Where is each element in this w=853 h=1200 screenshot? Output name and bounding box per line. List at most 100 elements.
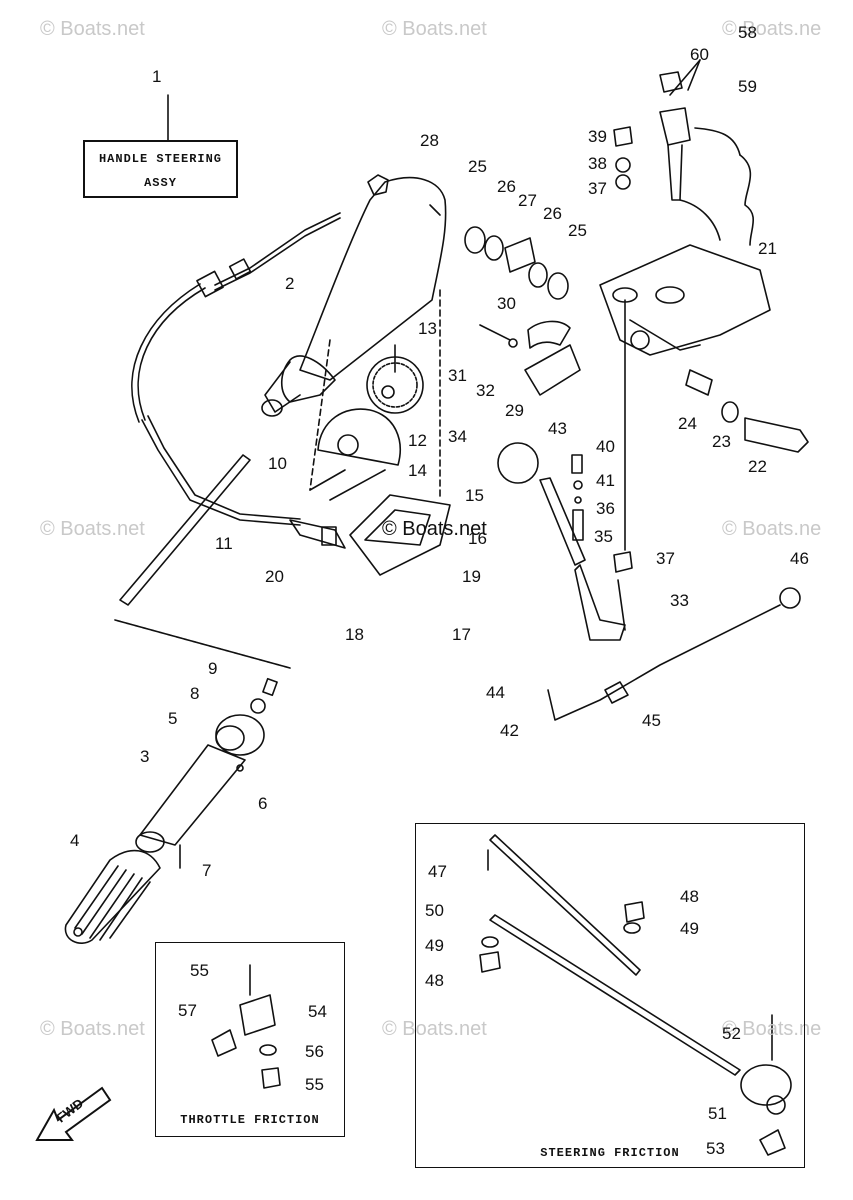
callout-6: 6 — [258, 794, 268, 813]
callout-16: 16 — [468, 529, 487, 548]
pin-6 — [236, 764, 244, 772]
clamp-51 — [740, 1064, 792, 1106]
wingnut-53 — [759, 1129, 786, 1156]
part-40 — [571, 454, 583, 474]
switch-58 — [659, 107, 691, 146]
callout-12: 12 — [408, 431, 427, 450]
callout-20: 20 — [265, 567, 284, 586]
callout-5: 5 — [168, 709, 178, 728]
part-41 — [573, 480, 583, 490]
callout-52: 52 — [722, 1024, 741, 1043]
callout-36: 36 — [596, 499, 615, 518]
handle-label-line1: HANDLE STEERING — [98, 152, 223, 166]
callout-13: 13 — [418, 319, 437, 338]
washer-23 — [721, 401, 739, 423]
callout-55a: 55 — [190, 961, 209, 980]
callout-49a: 49 — [680, 919, 699, 938]
bore-51 — [766, 1095, 786, 1115]
switch-stem — [667, 144, 683, 201]
callout-56: 56 — [305, 1042, 324, 1061]
callout-41: 41 — [596, 471, 615, 490]
callout-9: 9 — [208, 659, 218, 678]
washer-32 — [508, 338, 518, 348]
callout-42: 42 — [500, 721, 519, 740]
callout-14: 14 — [408, 461, 427, 480]
rod-steering-2 — [489, 914, 741, 1076]
callout-59: 59 — [738, 77, 757, 96]
coil-59 — [739, 154, 754, 246]
callout-26b: 26 — [543, 204, 562, 223]
washer-56 — [259, 1044, 277, 1056]
plate-29 — [524, 344, 581, 396]
handle-label-line2: ASSY — [144, 176, 177, 190]
steering-friction-label: STEERING FRICTION — [540, 1146, 680, 1160]
callout-11: 11 — [215, 534, 233, 553]
link-42 — [547, 604, 781, 721]
callout-46: 46 — [790, 549, 809, 568]
callout-27: 27 — [518, 191, 537, 210]
callout-60: 60 — [690, 45, 709, 64]
plate-27 — [504, 237, 536, 273]
callout-58: 58 — [738, 23, 757, 42]
grip-tube-3 — [135, 744, 246, 853]
control-cable-20 — [131, 212, 341, 526]
callout-49b: 49 — [425, 936, 444, 955]
lever-33 — [574, 564, 626, 641]
callout-10: 10 — [268, 454, 287, 473]
rod-steering-1 — [489, 834, 641, 976]
callout-22: 22 — [748, 457, 767, 476]
callout-24: 24 — [678, 414, 697, 433]
wingnut-57 — [211, 1029, 237, 1057]
friction-30 — [527, 320, 571, 349]
grip-5 — [215, 714, 265, 756]
washer-8 — [250, 698, 266, 714]
callout-26a: 26 — [497, 177, 516, 196]
throttle-friction-box: THROTTLE FRICTION — [155, 942, 345, 1137]
disk-14 — [317, 408, 401, 466]
nut-28 — [367, 174, 389, 196]
callout-2: 2 — [285, 274, 295, 293]
gear-plate-12 — [366, 344, 424, 414]
washer-49b — [481, 936, 499, 948]
bushing-24 — [685, 369, 713, 396]
throttle-friction-label: THROTTLE FRICTION — [180, 1113, 320, 1127]
callout-8: 8 — [190, 684, 200, 703]
callout-29: 29 — [505, 401, 524, 420]
nut-39 — [613, 126, 633, 147]
washer-25b — [547, 272, 569, 300]
callout-23: 23 — [712, 432, 731, 451]
cord-59 — [694, 127, 741, 156]
lever-43 — [539, 477, 586, 566]
bolt-22 — [744, 417, 809, 453]
callout-53: 53 — [706, 1139, 725, 1158]
callout-25a: 25 — [468, 157, 487, 176]
watermark: © Boats.net — [40, 1018, 145, 1040]
watermark: © Boats.net — [382, 518, 487, 540]
watermark: © Boats.net — [40, 518, 145, 540]
nut-48a — [624, 901, 645, 923]
callout-40: 40 — [596, 437, 615, 456]
callout-37b: 37 — [656, 549, 675, 568]
screw-55b — [261, 1067, 281, 1089]
rod-33 — [617, 579, 626, 631]
clip-59 — [679, 199, 721, 241]
spring-35 — [572, 509, 584, 541]
block-54 — [239, 994, 276, 1036]
leader-60b — [669, 59, 701, 96]
callout-28: 28 — [420, 131, 439, 150]
watermark: © Boats.ne — [722, 18, 822, 40]
callout-48a: 48 — [680, 887, 699, 906]
leader-14b — [329, 469, 386, 501]
washer-26a — [484, 235, 504, 261]
nut-37b — [613, 551, 633, 573]
callout-45: 45 — [642, 711, 661, 730]
washer-37a — [615, 174, 631, 190]
watermark: © Boats.net — [382, 1018, 487, 1040]
callout-18: 18 — [345, 625, 364, 644]
callout-55b: 55 — [305, 1075, 324, 1094]
watermark: © Boats.net — [40, 18, 145, 40]
leader-60 — [687, 59, 701, 91]
leader-14a — [309, 469, 346, 491]
callout-1: 1 — [152, 67, 162, 86]
callout-48b: 48 — [425, 971, 444, 990]
